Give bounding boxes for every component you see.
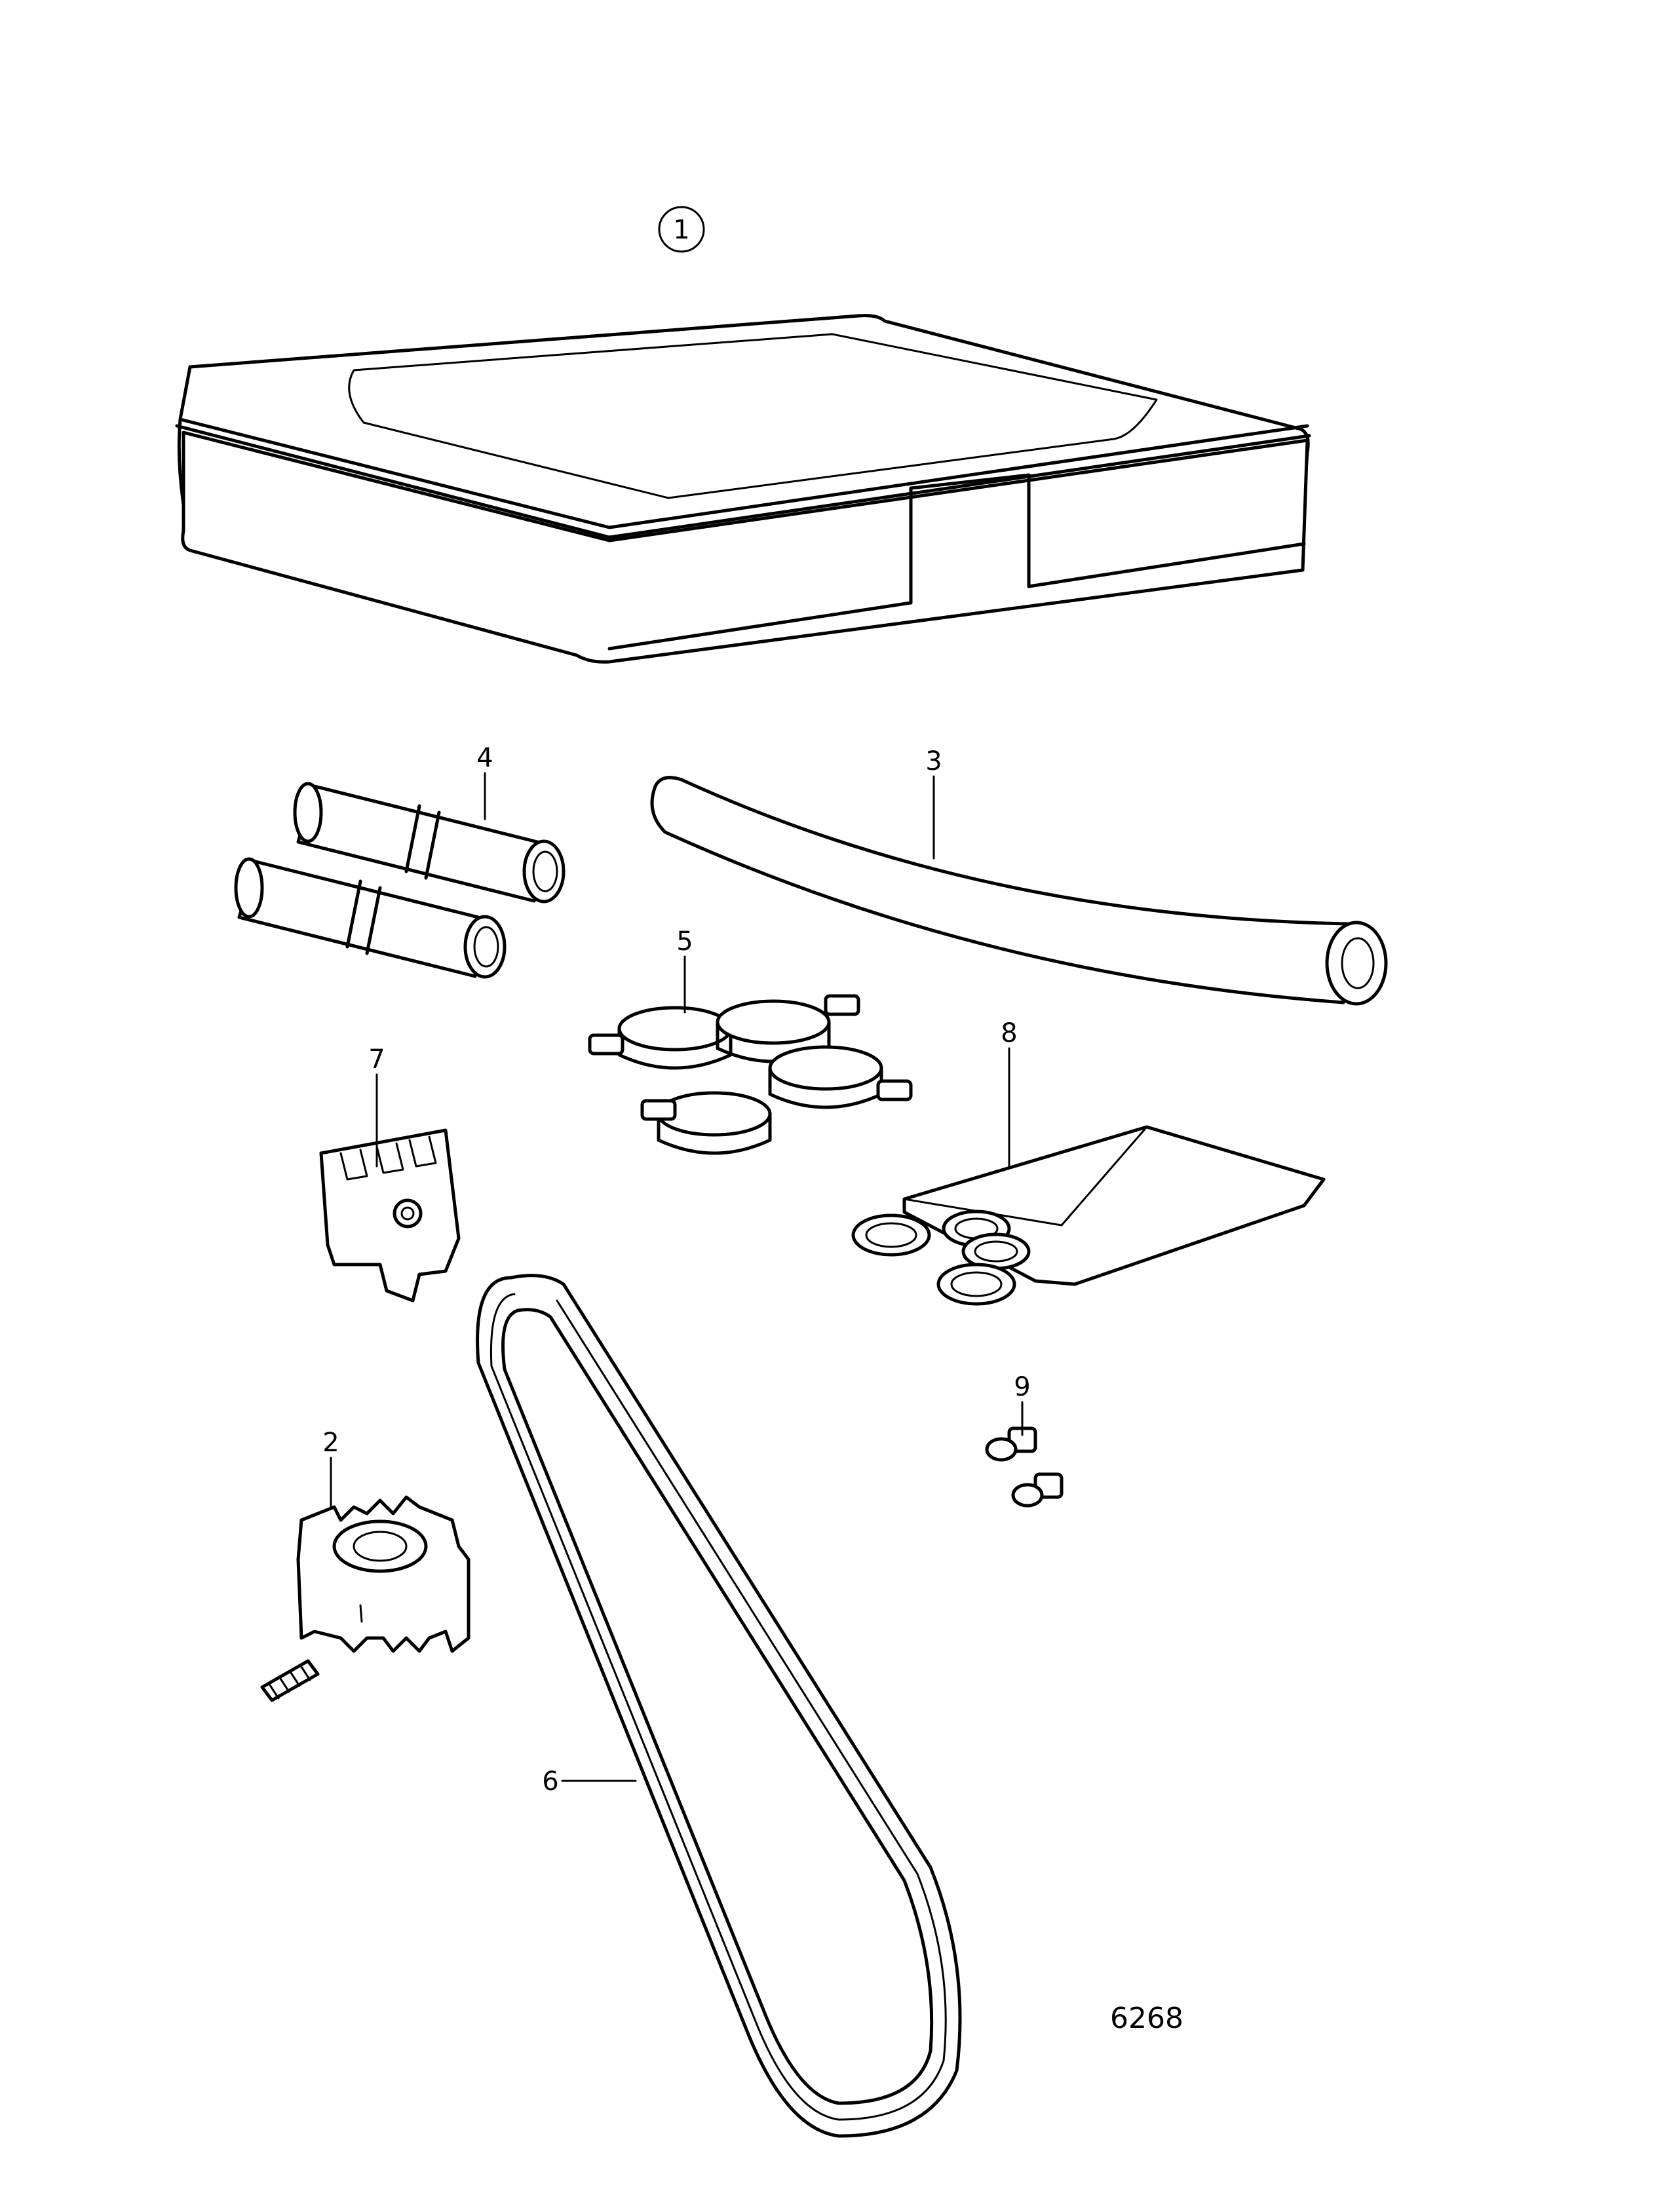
hose bbox=[650, 776, 1388, 1006]
callout-5-label: 5 bbox=[676, 926, 693, 957]
impeller bbox=[296, 1495, 471, 1653]
figure-number: 6268 bbox=[1110, 2002, 1183, 2035]
callout-6-label: 6 bbox=[542, 1766, 558, 1797]
storage-box bbox=[175, 314, 1311, 664]
gasket-kit bbox=[851, 1125, 1326, 1306]
callout-4-label: 4 bbox=[476, 743, 493, 773]
callout-8-label: 8 bbox=[1001, 1018, 1017, 1048]
bulbs bbox=[985, 1426, 1064, 1508]
callout-1: 1 bbox=[658, 206, 705, 253]
leader-lines bbox=[330, 772, 1024, 1782]
terminal-block bbox=[319, 1128, 461, 1303]
hose-clamps bbox=[588, 994, 913, 1155]
callout-9-label: 9 bbox=[1014, 1372, 1030, 1402]
callout-7-label: 7 bbox=[368, 1044, 385, 1075]
hose-connectors bbox=[234, 782, 566, 979]
drive-belt bbox=[476, 1274, 962, 2138]
set-screw bbox=[260, 1659, 320, 1702]
callout-2-label: 2 bbox=[322, 1428, 339, 1458]
callout-1-label: 1 bbox=[673, 215, 689, 245]
callout-3-label: 3 bbox=[925, 746, 942, 776]
